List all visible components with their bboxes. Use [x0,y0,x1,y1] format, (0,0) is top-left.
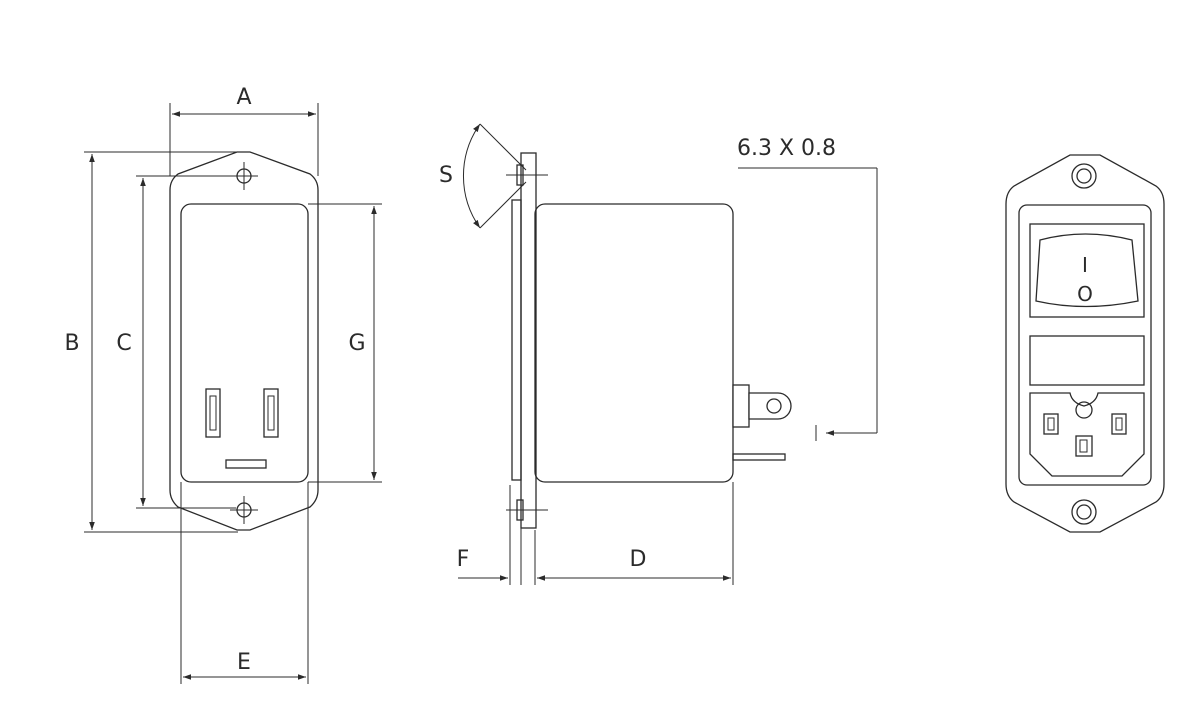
dimension-e-label: E [237,650,251,675]
side-top-screw [506,164,548,186]
front-socket-ground-slot [225,459,267,469]
side-body-outline [534,203,734,483]
side-flange-plate [520,152,537,529]
side-terminal-tab [732,384,792,428]
front-socket-slot-right [263,388,279,438]
dimension-g-label: G [348,331,365,356]
rear-inner-frame [1018,204,1152,486]
front-socket-slot-left [205,388,221,438]
dimension-a-label: A [236,85,251,110]
fuse-drawer [1029,335,1145,386]
dimension-s-label: S [439,163,453,188]
front-bottom-mounting-hole [230,496,258,524]
rear-flange-outline [1005,154,1165,533]
switch-housing [1029,223,1145,318]
switch-on-symbol: I [1082,253,1088,277]
inlet-keying-notch [1075,401,1093,419]
side-view: S F D 6.3 X 0.8 [439,123,878,585]
side-rear-strip [511,199,522,481]
inlet-pin-earth [1075,435,1093,457]
terminal-size-label: 6.3 X 0.8 [737,136,836,161]
rear-top-mounting-hole [1071,163,1097,189]
side-ground-pin [732,453,786,461]
switch-off-symbol: O [1077,282,1093,306]
rocker-switch [1035,233,1139,308]
rear-bottom-mounting-hole [1071,499,1097,525]
dimension-s-arc [463,123,481,229]
dimension-c-label: C [116,331,131,356]
iec-inlet-socket [1029,392,1145,477]
inlet-pin-left [1043,413,1059,435]
front-flange-outline [169,151,319,531]
inlet-pin-right [1111,413,1127,435]
dimension-d-label: D [630,547,647,572]
rear-view: I O [1005,154,1165,533]
side-bottom-screw [506,499,548,521]
dimension-b-label: B [64,331,79,356]
terminal-size-leader [738,167,878,441]
dimension-f-label: F [457,547,470,572]
front-view: A B C G E [64,85,382,684]
front-body-outline [180,203,309,483]
